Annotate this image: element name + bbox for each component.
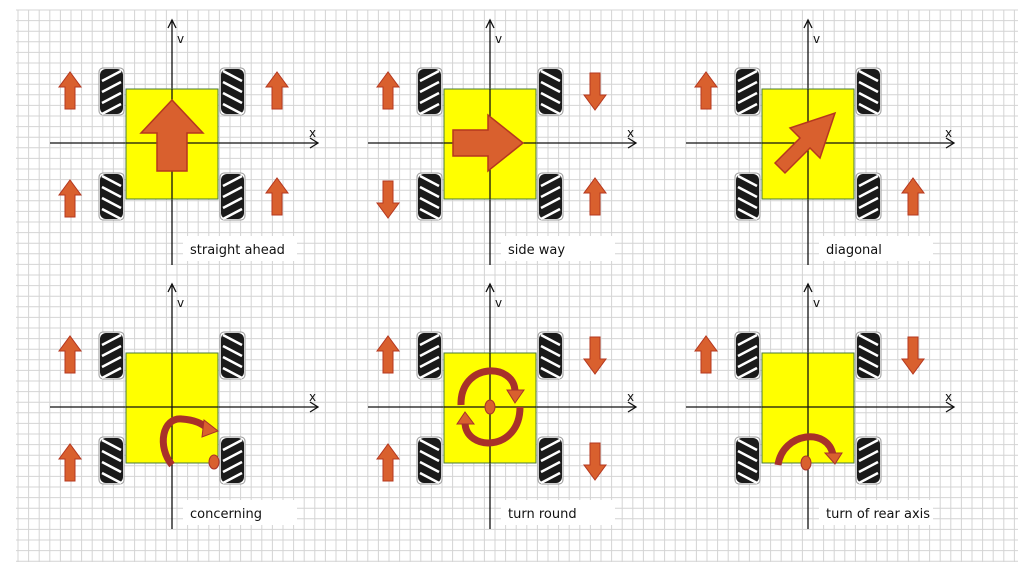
mecanum-wheel [98,67,125,116]
pivot-point-icon [800,455,812,471]
mecanum-wheel [855,172,882,221]
rotate-arrow-top-icon [457,367,525,406]
arrow-up-icon [58,443,82,482]
y-axis-arrow-icon [803,18,813,29]
x-axis-label: x [627,126,634,140]
x-axis-label: x [309,390,316,404]
motion-label: concerning [190,507,262,522]
motion-label: turn round [508,507,577,522]
arrow-up-icon [901,177,925,216]
mecanum-wheel [537,436,564,485]
y-axis-arrow-icon [803,282,813,293]
rotate-arrow-bottom-icon [456,406,524,447]
motion-label: turn of rear axis [826,507,930,522]
panel-straight-ahead: x v straight ahead [50,18,320,265]
arrow-down-icon [376,180,400,219]
arrow-up-icon [376,335,400,374]
mecanum-wheel [855,436,882,485]
mecanum-wheel [537,331,564,380]
mecanum-wheel [855,67,882,116]
panel-turn-round: x v turn round [368,282,638,529]
label-box [819,500,933,525]
label-box [501,500,615,525]
mecanum-wheel [219,172,246,221]
x-axis-label: x [945,390,952,404]
y-axis-label: v [177,32,184,46]
mecanum-wheel [219,331,246,380]
x-axis-arrow-icon [945,137,956,149]
mecanum-wheel [416,331,443,380]
mecanum-wheel [537,172,564,221]
arrow-up-icon [265,71,289,110]
arrow-down-icon [583,442,607,481]
x-axis-arrow-icon [627,401,638,413]
arrow-up-icon [376,443,400,482]
curved-arrow-icon [159,415,220,468]
mecanum-wheel [734,67,761,116]
mecanum-wheel [98,331,125,380]
y-axis-arrow-icon [485,282,495,293]
x-axis-arrow-icon [309,401,320,413]
mecanum-wheel [219,436,246,485]
x-axis-arrow-icon [309,137,320,149]
panel-turn-of-rear-axis: x v turn of rear axis [686,282,956,529]
arrow-up-icon [58,335,82,374]
label-box [501,236,615,261]
mecanum-wheel [734,331,761,380]
arrow-down-icon [583,336,607,375]
x-axis-label: x [309,126,316,140]
panel-concerning: x v concerning [50,282,320,529]
y-axis-arrow-icon [167,18,177,29]
arrow-up-icon [58,71,82,110]
motion-label: straight ahead [190,243,285,258]
y-axis-label: v [495,32,502,46]
pivot-point-icon [484,399,496,415]
arrow-up-icon [265,177,289,216]
mecanum-wheel [537,67,564,116]
x-axis-arrow-icon [627,137,638,149]
arrow-up-icon [58,179,82,218]
arrow-up-icon [583,177,607,216]
mecanum-wheel [219,67,246,116]
mecanum-wheel [416,172,443,221]
big-arrow-up-icon [139,98,205,172]
motion-label: side way [508,243,565,258]
arrow-up-icon [694,335,718,374]
x-axis-arrow-icon [945,401,956,413]
arrow-up-icon [376,71,400,110]
mecanum-wheel [416,67,443,116]
pivot-point-icon [208,454,220,470]
mecanum-wheel [855,331,882,380]
panel-diagonal: x v diagonal [686,18,956,265]
y-axis-label: v [813,296,820,310]
y-axis-arrow-icon [167,282,177,293]
big-arrow-right-icon [452,113,525,173]
curved-arrow-icon [774,433,843,466]
label-box [183,500,297,525]
label-box [819,236,933,261]
arrow-down-icon [901,336,925,375]
arrow-down-icon [583,72,607,111]
x-axis-label: x [627,390,634,404]
panel-side-way: x v side way [368,18,638,265]
mecanum-wheel [98,172,125,221]
motion-label: diagonal [826,243,882,258]
mecanum-wheel [734,436,761,485]
mecanum-wheel [416,436,443,485]
label-box [183,236,297,261]
arrow-up-icon [694,71,718,110]
big-arrow-diagonal-icon [773,111,837,175]
mecanum-wheel [734,172,761,221]
y-axis-label: v [813,32,820,46]
y-axis-label: v [177,296,184,310]
mecanum-wheel [98,436,125,485]
y-axis-arrow-icon [485,18,495,29]
x-axis-label: x [945,126,952,140]
y-axis-label: v [495,296,502,310]
